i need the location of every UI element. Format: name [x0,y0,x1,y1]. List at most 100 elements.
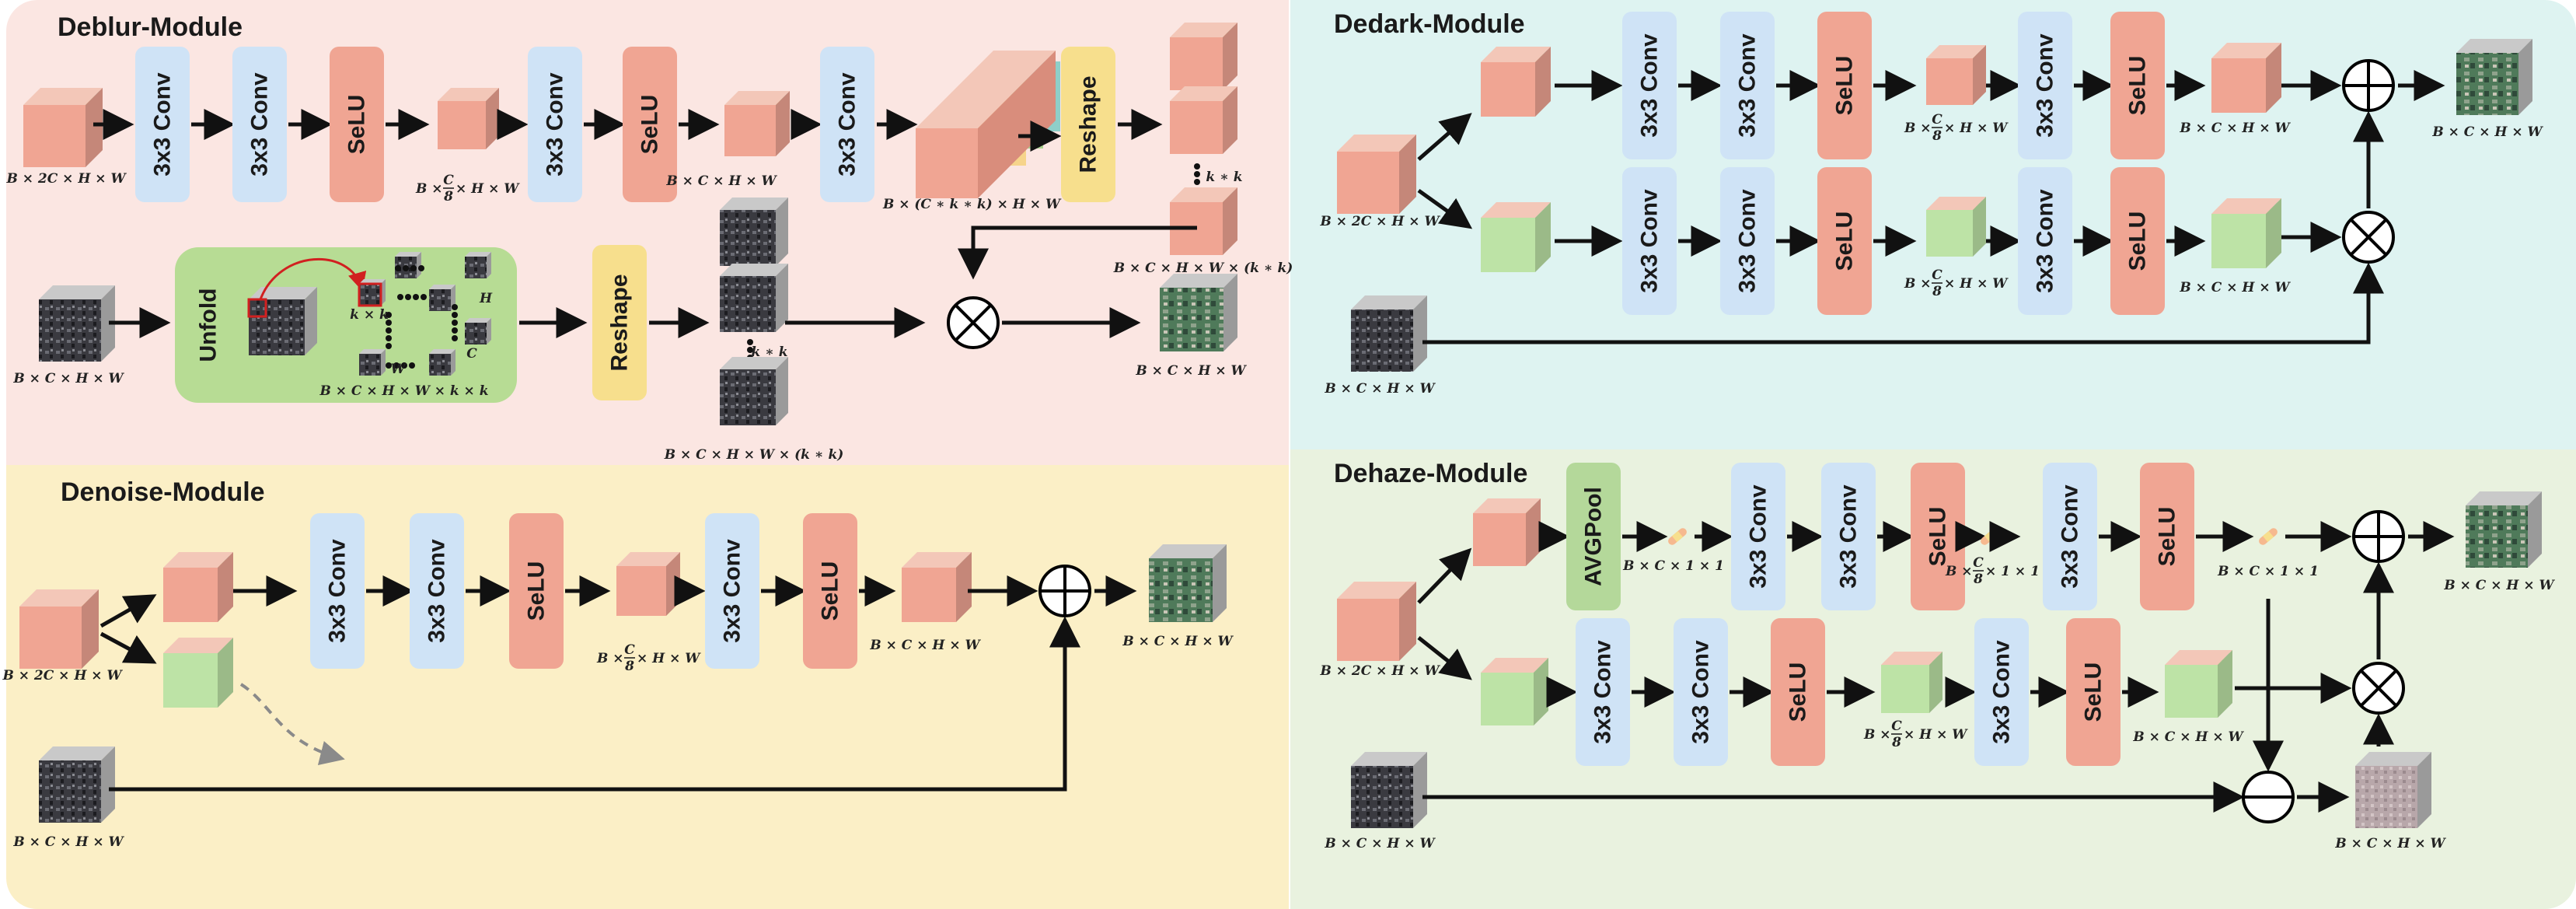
deblur-kernel-dim: B × (C ∗ k ∗ k) × H × W [882,197,1062,212]
deblur-arrow-weights [958,226,1197,280]
dehaze-top-selu-1: SeLU [1911,463,1965,610]
svg-text:C: C [624,642,635,658]
dehaze-multiply [2352,662,2405,715]
dehaze-bot-mid-dim: B × C8 × H × W [1863,718,1968,750]
dehaze-top-selu-2: SeLU [2140,463,2194,610]
denoise-output-dim: B × C × H × W [1122,634,1234,649]
deblur-conv-1: 3x3 Conv [135,47,190,202]
deblur-patch-image-1 [720,198,788,266]
denoise-input-cube [19,589,99,669]
svg-text:B ×: B × [1945,564,1973,579]
unfold-red-arrow [259,257,367,300]
dehaze-input-image-dim: B × C × H × W [1324,836,1436,851]
unfold-dots-row-1 [395,265,424,271]
deblur-patch-image-2 [720,264,788,332]
deblur-patch-dim: B × C × H × W × (k ∗ k) [664,447,844,463]
dehaze-branch-cube-1 [1473,498,1541,566]
svg-text:8: 8 [1891,735,1901,750]
dehaze-top-conv-3: 3x3 Conv [2043,463,2097,610]
dehaze-top-conv-1-label: 3x3 Conv [1746,484,1771,589]
dehaze-bot-conv-1: 3x3 Conv [1576,618,1630,766]
unfold-patch-4 [429,285,456,311]
svg-text:C: C [443,173,454,188]
dehaze-bot-out-dim: B × C × H × W [2132,729,2244,745]
denoise-module-title: Denoise-Module [61,477,265,507]
dedark-module-title: Dedark-Module [1334,9,1525,39]
dehaze-add [2352,510,2405,563]
dehaze-top-conv-3-label: 3x3 Conv [2058,484,2083,589]
unfold-dots-row-2 [397,294,427,300]
denoise-selu-1-label: SeLU [524,561,550,621]
dedark-top-conv-2-label: 3x3 Conv [1735,33,1761,138]
svg-text:B ×: B × [596,651,624,666]
deblur-conv-4-label: 3x3 Conv [835,72,860,177]
dedark-top-selu-2-label: SeLU [2125,56,2151,116]
dehaze-pill-3-dim: B × C × 1 × 1 [2217,564,2319,579]
dedark-bot-selu-1-label: SeLU [1832,212,1858,271]
dehaze-avgpool: AVGPool [1566,463,1621,610]
dehaze-output-image [2466,491,2542,568]
dehaze-haze-map [2355,752,2431,828]
svg-text:B ×: B × [1904,121,1932,136]
unfold-w-label: W [390,362,407,377]
dedark-bot-conv-3-label: 3x3 Conv [2033,189,2058,293]
dehaze-branch-cube-2 [1481,658,1548,725]
dehaze-bot-selu-2: SeLU [2066,618,2120,766]
dedark-bot-selu-2: SeLU [2110,167,2165,315]
deblur-reshape-bottom: Reshape [592,245,647,400]
dedark-skip-arrow [1422,262,2384,344]
deblur-mid-dim-1: B × C8 × H × W [415,173,520,205]
denoise-mid-dim: B × C8 × H × W [596,642,701,674]
dedark-bot-mid-dim: B × C8 × H × W [1904,267,2009,299]
denoise-output-image [1149,544,1227,622]
denoise-selu-2-label: SeLU [818,561,843,621]
dedark-top-mid-cube [1926,45,1986,105]
deblur-multiply [947,296,1000,349]
dedark-bot-conv-3: 3x3 Conv [2018,167,2072,315]
dehaze-input-dim: B × 2C × H × W [1319,663,1440,679]
svg-text:× H × W: × H × W [1944,276,2009,292]
dehaze-output-dim: B × C × H × W [2443,578,2555,593]
unfold-dots-col-1 [386,312,392,349]
denoise-arrow-split-down [99,631,157,664]
svg-text:B ×: B × [415,181,443,197]
unfold-patch-6 [429,349,456,376]
dehaze-arrow-split-down [1417,636,1472,680]
deblur-kernel-cube-dim: B × C × H × W × (k ∗ k) [1113,260,1293,276]
dedark-top-conv-1: 3x3 Conv [1622,12,1677,159]
dedark-bot-mid-cube [1926,197,1986,257]
dehaze-top-conv-2: 3x3 Conv [1821,463,1876,610]
deblur-output-image [1160,274,1237,351]
denoise-conv-2: 3x3 Conv [410,513,464,669]
deblur-conv-3-label: 3x3 Conv [543,72,568,177]
denoise-input-dim: B × 2C × H × W [2,668,123,683]
dedark-bot-out-dim: B × C × H × W [2179,280,2291,295]
deblur-input-image [39,285,115,362]
dehaze-avgpool-label: AVGPool [1581,487,1607,586]
svg-text:× H × W: × H × W [1904,727,1968,743]
dehaze-arrow-split-up [1417,547,1472,604]
svg-text:C: C [1973,555,1984,571]
dehaze-input-image [1351,752,1427,828]
denoise-input-image-dim: B × C × H × W [12,834,124,850]
svg-text:8: 8 [443,189,453,205]
dehaze-bot-conv-2: 3x3 Conv [1674,618,1728,766]
dedark-top-conv-1-label: 3x3 Conv [1637,33,1663,138]
dehaze-top-selu-2-label: SeLU [2155,507,2180,567]
dedark-multiply [2342,211,2395,264]
deblur-conv-2: 3x3 Conv [232,47,287,202]
denoise-branch-cube-1 [163,552,233,622]
deblur-reshape-top-label: Reshape [1076,75,1101,173]
dedark-bot-conv-2-label: 3x3 Conv [1735,189,1761,293]
dedark-arrow-split-down [1417,188,1473,229]
deblur-reshape-top: Reshape [1061,47,1115,202]
unfold-c-label: C [466,346,477,362]
dedark-input-image-dim: B × C × H × W [1324,381,1436,397]
deblur-mid-cube-2 [724,91,790,156]
dedark-branch-cube-2 [1481,202,1551,272]
dedark-input-cube [1337,135,1416,214]
unfold-patch-3 [465,252,491,278]
dedark-top-conv-3: 3x3 Conv [2018,12,2072,159]
dehaze-haze-map-dim: B × C × H × W [2334,836,2446,851]
deblur-selu-2: SeLU [623,47,677,202]
